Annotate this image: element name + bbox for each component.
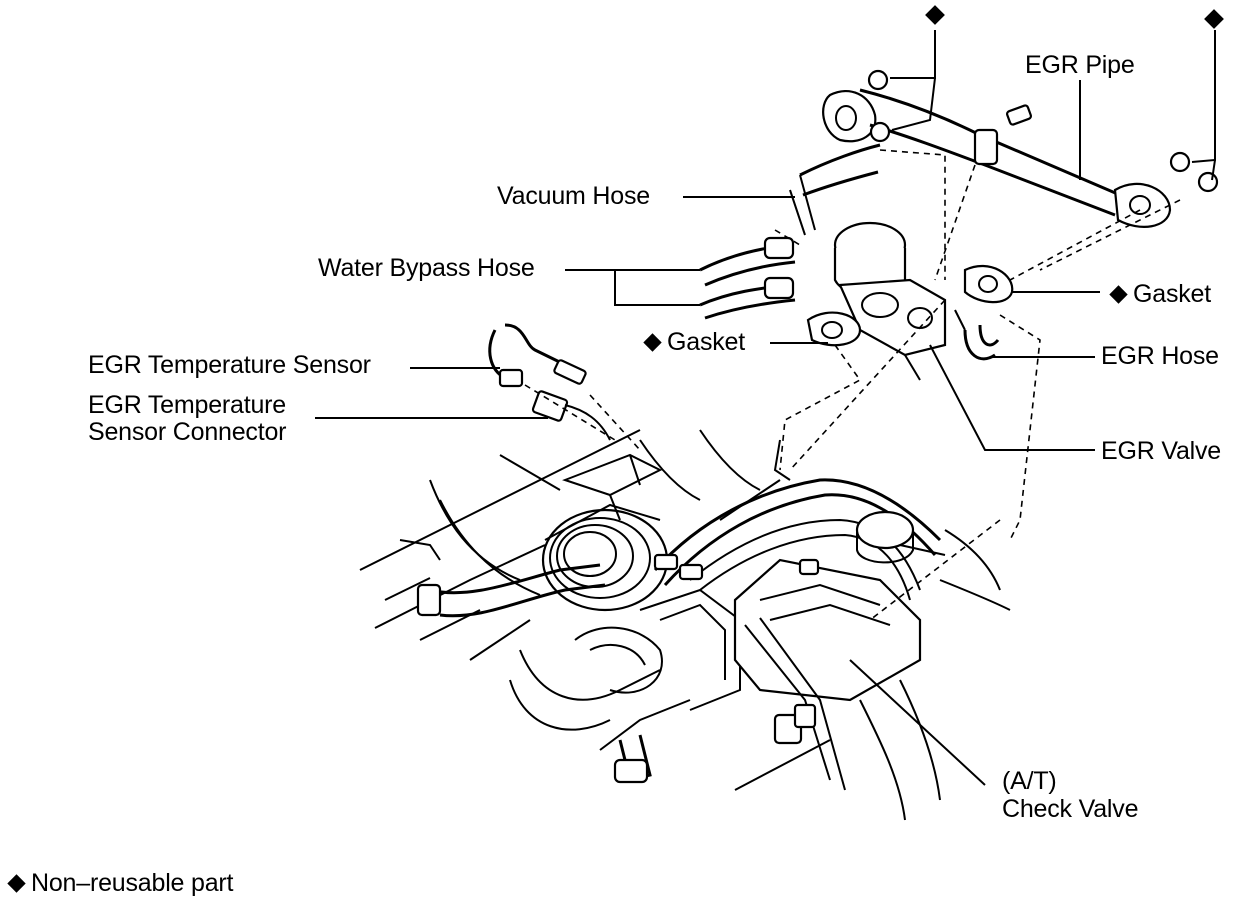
diamond-icon	[1109, 285, 1128, 304]
label-vacuum-hose: Vacuum Hose	[497, 182, 650, 210]
label-egr-hose: EGR Hose	[1101, 342, 1219, 370]
label-egr-valve: EGR Valve	[1101, 437, 1222, 465]
label-gasket-left-text: Gasket	[667, 328, 745, 356]
assembly-dashed-lines	[524, 149, 1181, 621]
label-egr-pipe: EGR Pipe	[1025, 51, 1135, 79]
label-gasket-right: Gasket	[1109, 280, 1211, 308]
diamond-icon	[7, 874, 26, 893]
label-gasket-left: Gasket	[643, 328, 745, 356]
label-egr-temperature-sensor: EGR Temperature Sensor	[88, 351, 371, 379]
egr-pipe-drawing	[683, 30, 1219, 236]
label-check-valve-line1: (A/T)	[1002, 767, 1057, 795]
check-valve-leader	[849, 659, 986, 786]
label-check-valve-line2: Check Valve	[1002, 795, 1139, 823]
label-egr-temperature-connector-line1: EGR Temperature	[88, 391, 287, 419]
label-gasket-right-text: Gasket	[1133, 280, 1211, 308]
legend: Non–reusable part	[7, 869, 234, 897]
engine-block-drawing	[359, 429, 1011, 821]
diamond-icon	[643, 333, 662, 352]
egr-valve-drawing	[315, 221, 1100, 451]
legend-text: Non–reusable part	[31, 869, 234, 897]
label-water-bypass-hose: Water Bypass Hose	[318, 254, 535, 282]
label-egr-temperature-connector-line2: Sensor Connector	[88, 418, 287, 446]
